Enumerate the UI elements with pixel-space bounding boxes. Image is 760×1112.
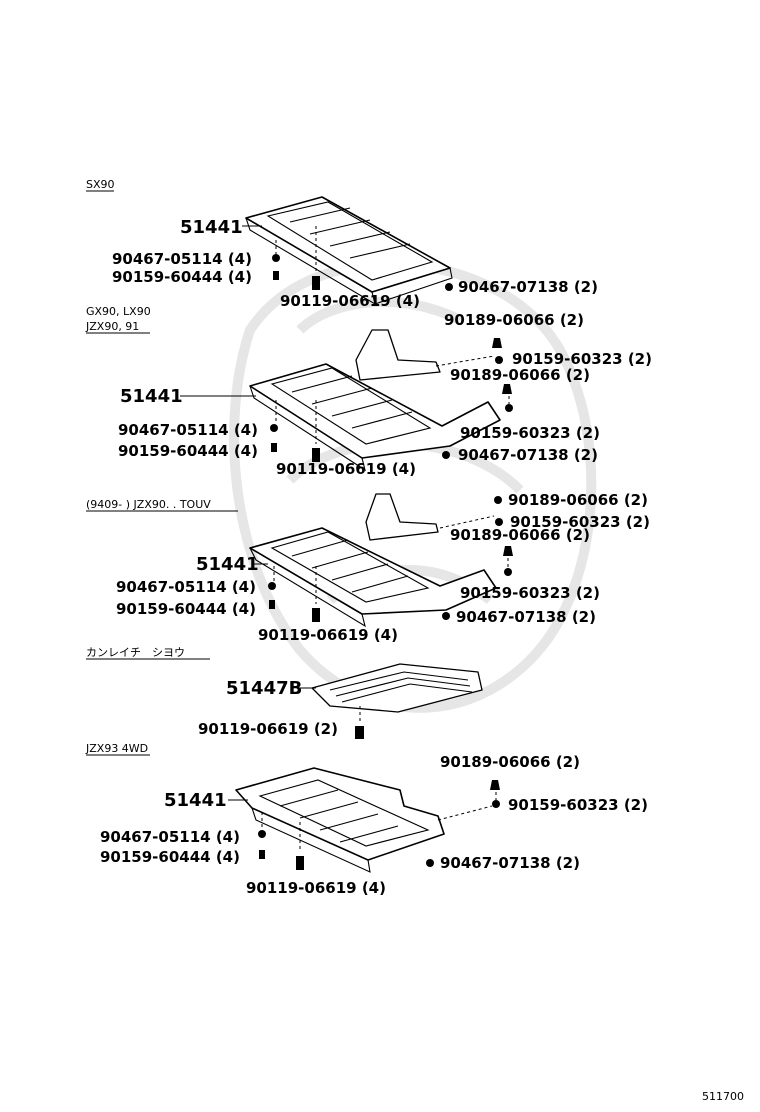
callout-bolt: 90119-06619 (4) (258, 626, 398, 644)
engine-under-cover-sx90 (245, 196, 453, 306)
callout-bolt-short: 90159-60444 (4) (116, 600, 256, 618)
callout-screw-a: 90159-60323 (2) (512, 350, 652, 368)
callout-bolt: 90119-06619 (4) (276, 460, 416, 478)
section-header-tourer: (9409- ) JZX90. . TOUV (86, 498, 238, 512)
callout-nut: 90467-05114 (4) (112, 250, 252, 268)
callout-clip: 90467-07138 (2) (458, 278, 598, 296)
bolt-icon (312, 276, 320, 290)
section-header-line: カンレイチ シヨウ (86, 646, 185, 659)
callout-clip: 90467-07138 (2) (456, 608, 596, 626)
callout-51447b: 51447B (226, 678, 302, 699)
engine-under-cover-cold-region (311, 663, 483, 713)
callout-nut: 90467-05114 (4) (118, 421, 258, 439)
bolt-icon (269, 600, 275, 609)
callout-bolt: 90119-06619 (2) (198, 720, 338, 738)
callout-pin: 90189-06066 (2) (440, 753, 580, 771)
clip-icon (445, 283, 453, 291)
callout-nut: 90467-05114 (4) (116, 578, 256, 596)
bolt-icon (271, 443, 277, 452)
page-code: 511700 (702, 1090, 744, 1103)
callout-bolt: 90119-06619 (4) (280, 292, 420, 310)
screw-icon (495, 518, 503, 526)
callout-screw: 90159-60323 (2) (508, 796, 648, 814)
callout-bolt-short: 90159-60444 (4) (100, 848, 240, 866)
section-header-gx90: GX90, LX90 JZX90, 91 (85, 305, 151, 334)
pin-icon (494, 496, 502, 504)
bolt-icon (273, 271, 279, 280)
callout-nut: 90467-05114 (4) (100, 828, 240, 846)
engine-under-cover-gx90 (249, 329, 501, 472)
clip-icon (426, 859, 434, 867)
screw-icon (495, 356, 503, 364)
pin-icon (502, 384, 512, 394)
bolt-icon (312, 608, 320, 622)
callout-51441: 51441 (164, 790, 227, 811)
section-header-line: SX90 (86, 178, 115, 191)
callout-51441: 51441 (180, 217, 243, 238)
section-header-jzx93: JZX93 4WD (85, 742, 150, 756)
section-header-sx90: SX90 (86, 178, 115, 192)
clip-icon (442, 612, 450, 620)
section-header-line: JZX93 4WD (85, 742, 148, 755)
callout-screw-a: 90159-60323 (2) (510, 513, 650, 531)
engine-under-cover-jzx93 (235, 767, 445, 873)
section-header-line: (9409- ) JZX90. . TOUV (86, 498, 211, 511)
screw-icon (492, 800, 500, 808)
nut-icon (270, 424, 278, 432)
bolt-icon (312, 448, 320, 462)
bolt-icon (259, 850, 265, 859)
callout-pin-b: 90189-06066 (2) (450, 366, 590, 384)
callout-pin-b: 90189-06066 (2) (450, 526, 590, 544)
section-header-line: JZX90, 91 (85, 320, 139, 333)
section-header-cold-region: カンレイチ シヨウ (86, 646, 210, 660)
callout-bolt: 90119-06619 (4) (246, 879, 386, 897)
callout-screw-b: 90159-60323 (2) (460, 424, 600, 442)
screw-icon (505, 404, 513, 412)
engine-under-cover-tourer (249, 493, 497, 628)
callout-screw-b: 90159-60323 (2) (460, 584, 600, 602)
pin-icon (503, 546, 513, 556)
callout-clip: 90467-07138 (2) (458, 446, 598, 464)
callout-bolt-short: 90159-60444 (4) (112, 268, 252, 286)
pin-icon (490, 780, 500, 790)
bolt-icon (296, 856, 304, 870)
callout-clip: 90467-07138 (2) (440, 854, 580, 872)
pin-icon (492, 338, 502, 348)
section-header-line: GX90, LX90 (86, 305, 151, 318)
nut-icon (258, 830, 266, 838)
callout-51441: 51441 (196, 554, 259, 575)
callout-51441: 51441 (120, 386, 183, 407)
callout-bolt-short: 90159-60444 (4) (118, 442, 258, 460)
clip-icon (442, 451, 450, 459)
nut-icon (268, 582, 276, 590)
screw-icon (504, 568, 512, 576)
nut-icon (272, 254, 280, 262)
callout-pin-a: 90189-06066 (2) (444, 311, 584, 329)
callout-pin-a: 90189-06066 (2) (508, 491, 648, 509)
bolt-icon (355, 726, 364, 739)
